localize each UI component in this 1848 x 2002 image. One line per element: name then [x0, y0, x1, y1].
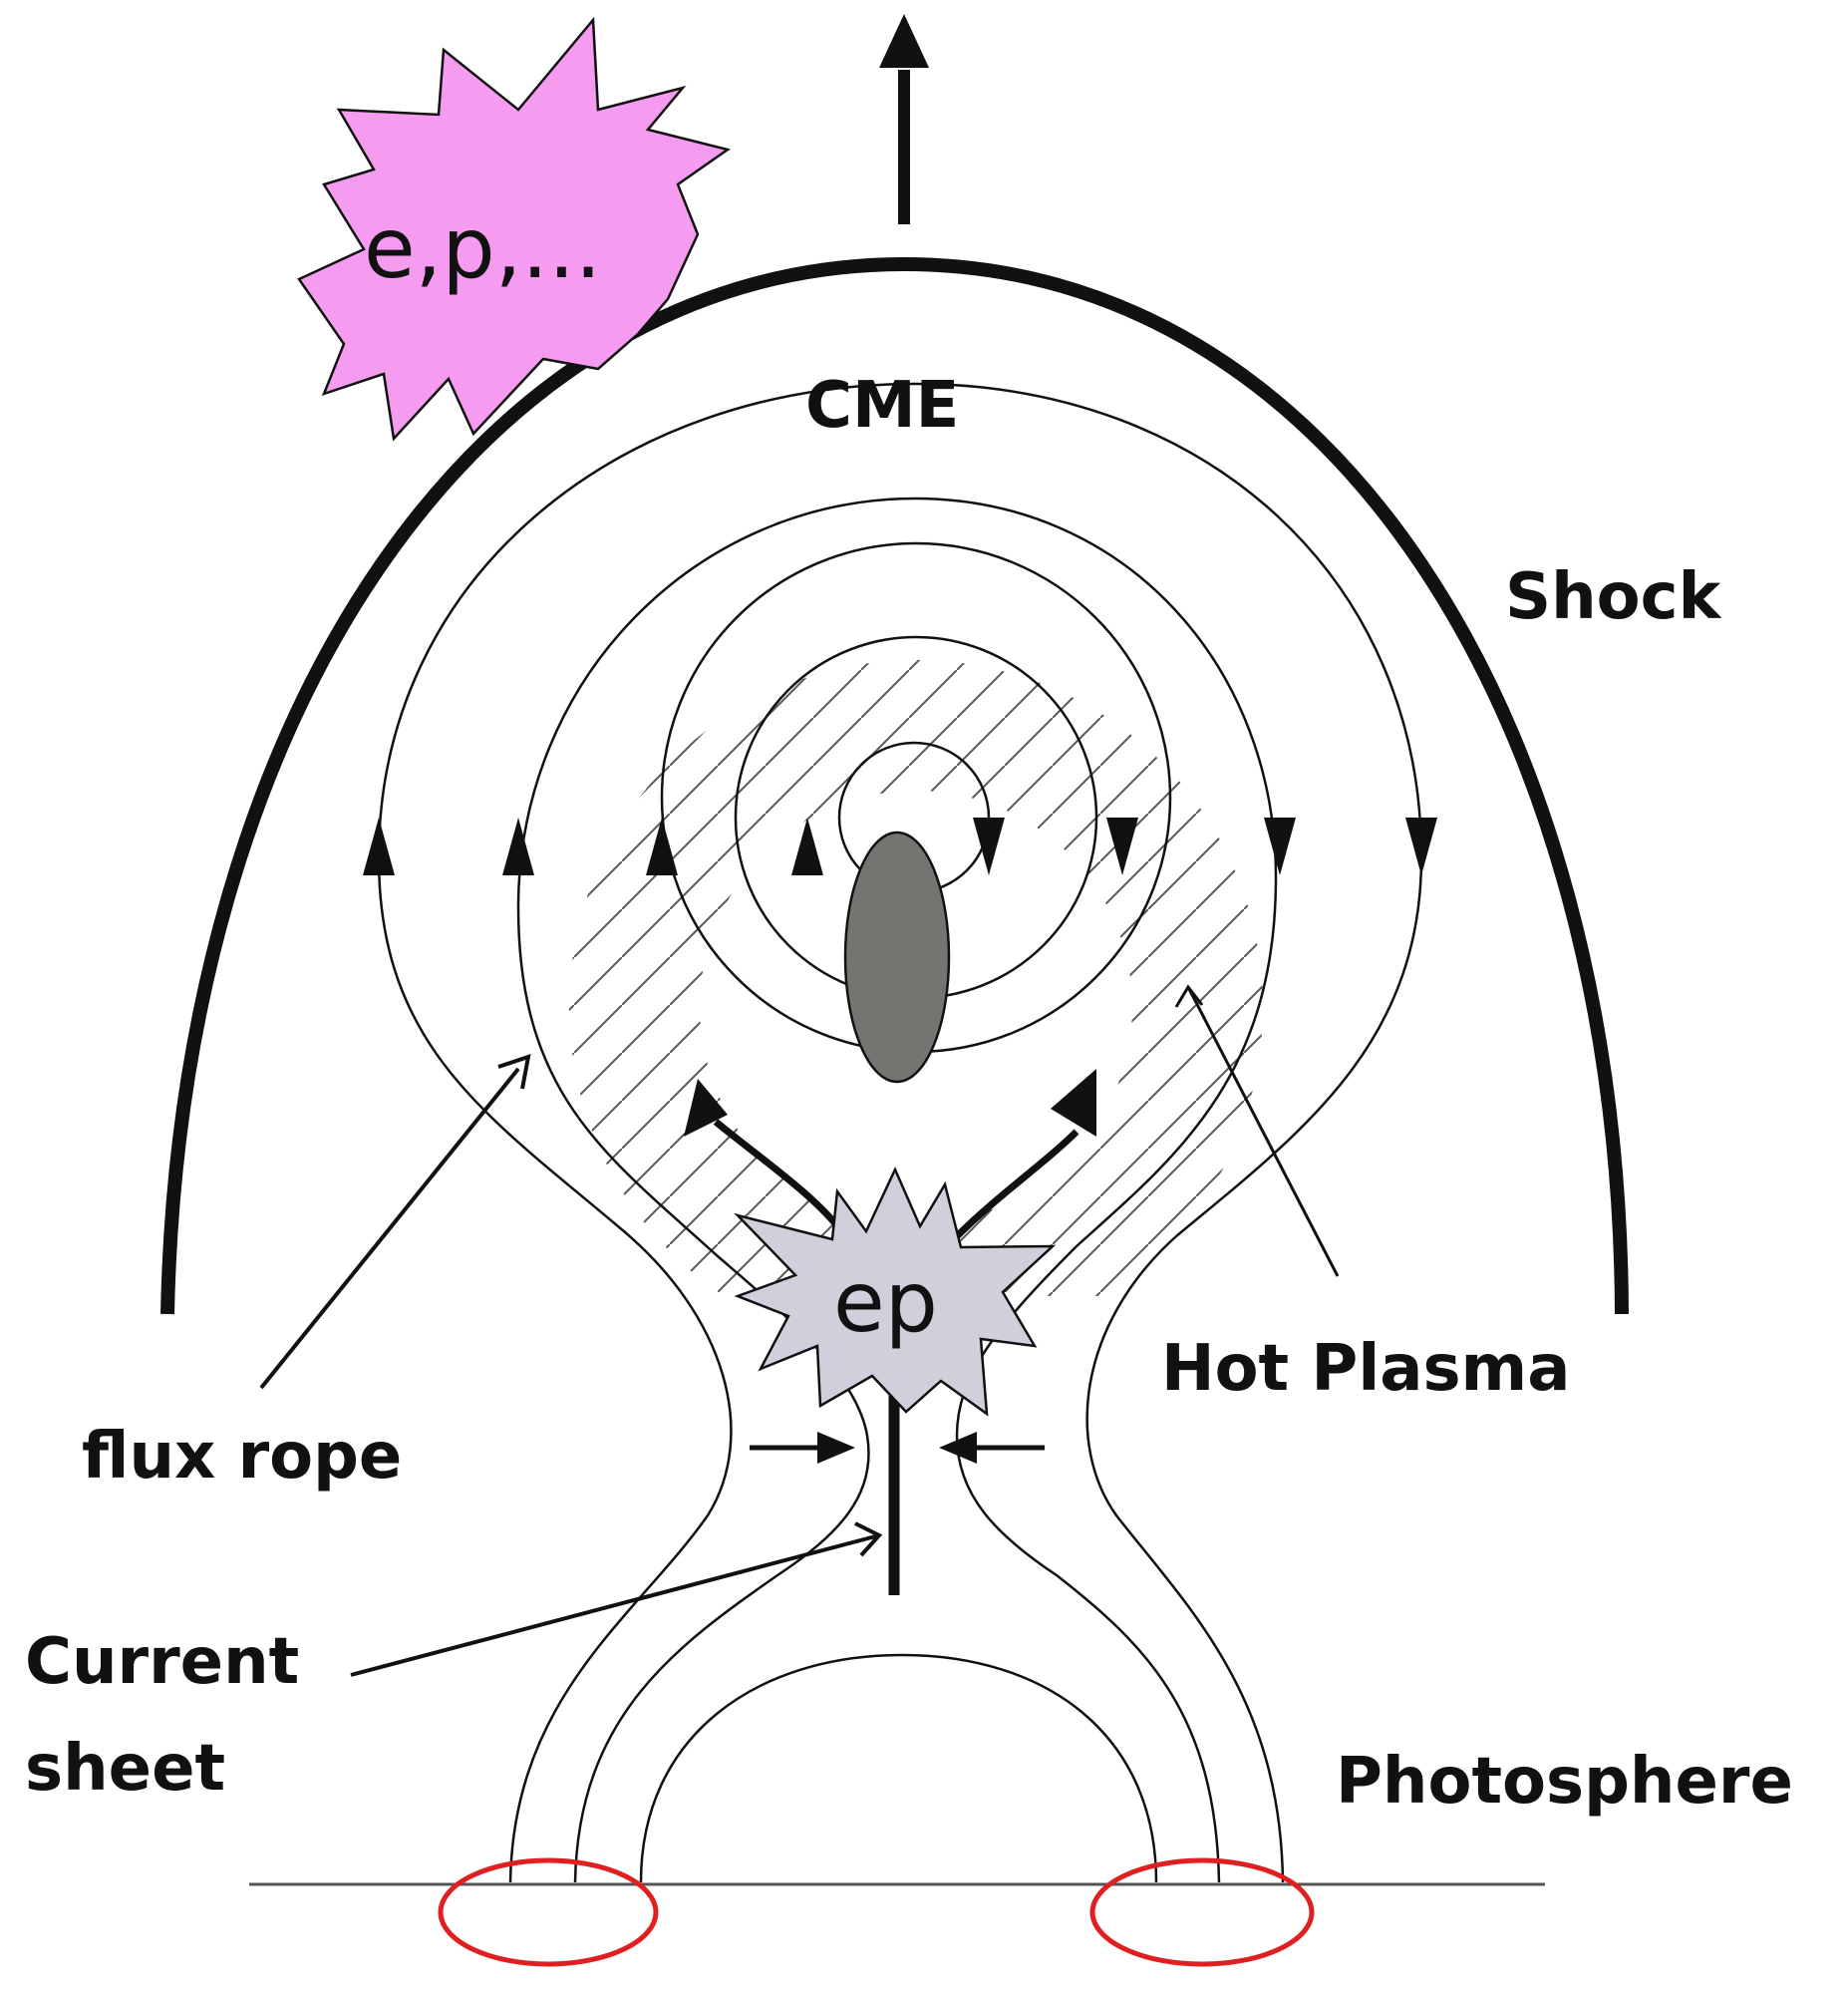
hot-plasma-pointer	[1186, 986, 1340, 1277]
up-arrow-4	[791, 818, 823, 875]
inflow-arrowhead-left	[817, 1432, 855, 1464]
current-sheet-pointer-head	[854, 1521, 883, 1557]
flux-rope-pointer-head	[497, 1054, 531, 1090]
particle-burst	[297, 16, 731, 442]
current-sheet-label-line2: sheet	[25, 1732, 225, 1806]
ep-burst-label: ep	[833, 1253, 938, 1351]
photosphere-label: Photosphere	[1336, 1745, 1793, 1819]
field-line-inner-arcade	[639, 1653, 1158, 1883]
footpoint-right	[1089, 1857, 1315, 1967]
footpoint-left	[438, 1857, 659, 1967]
inflow-arrowhead-right	[939, 1432, 977, 1464]
current-sheet-label-line1: Current	[25, 1625, 299, 1699]
down-arrow-3	[1264, 818, 1296, 875]
flux-rope-pointer	[259, 1067, 520, 1390]
outflow-arrow-right	[954, 1129, 1079, 1239]
field-line-outer	[377, 382, 1423, 1883]
up-arrow-2	[502, 818, 534, 875]
flux-rope-label: flux rope	[82, 1420, 402, 1494]
field-direction-arrows	[363, 818, 1437, 875]
cme-label: CME	[805, 369, 959, 443]
outflow-arrowhead-right	[1051, 1069, 1096, 1137]
down-arrow-4	[1405, 818, 1437, 875]
upward-motion-arrowhead	[879, 14, 929, 68]
current-sheet-pointer	[350, 1533, 880, 1677]
outflow-arrowhead-left	[684, 1079, 728, 1137]
ep-burst	[734, 1166, 1057, 1417]
down-arrow-1	[973, 818, 1005, 875]
hot-plasma-label: Hot Plasma	[1161, 1332, 1570, 1406]
up-arrow-3	[646, 818, 678, 875]
shock-label: Shock	[1505, 560, 1722, 634]
shock-front	[160, 256, 1629, 1315]
hot-plasma-pointer-head	[1174, 984, 1204, 1008]
particle-burst-label: e,p,...	[364, 199, 602, 297]
filament-core	[843, 831, 951, 1084]
up-arrow-1	[363, 818, 395, 875]
down-arrow-2	[1106, 818, 1138, 875]
